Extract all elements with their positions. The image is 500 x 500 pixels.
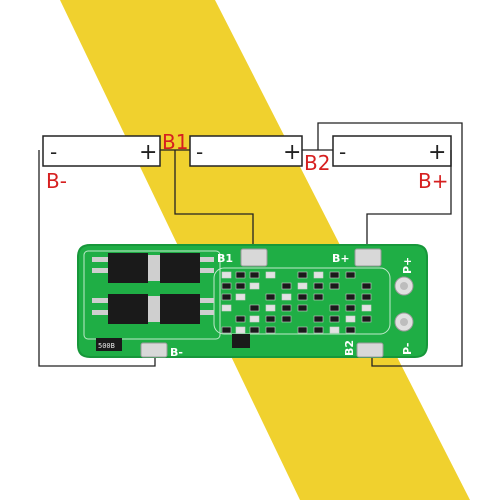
label-b-minus: B- (46, 169, 67, 193)
smd-part (265, 293, 276, 301)
smd-part (361, 282, 372, 290)
smd-part (249, 315, 260, 323)
smd-part (281, 315, 292, 323)
battery-cell-1: - + (42, 135, 161, 167)
smd-part (265, 315, 276, 323)
smd-components (221, 271, 372, 348)
smd-part (361, 304, 372, 312)
silk-p-minus: P- (401, 343, 414, 355)
smd-part (235, 326, 246, 334)
smd-part (361, 315, 372, 323)
smd-part (221, 271, 232, 279)
battery-cell-2: - + (189, 135, 303, 167)
pcb-board: 500B B1 B+ B- P+ P- B2 (77, 244, 428, 359)
smd-part (313, 271, 324, 279)
label-b2: B2 (304, 151, 330, 175)
silk-p-plus: P+ (401, 257, 414, 274)
mosfet-group (92, 253, 214, 324)
smd-part (221, 293, 232, 301)
cell-1-negative: - (50, 140, 57, 164)
cell-2-negative: - (196, 140, 203, 164)
smd-part (249, 271, 260, 279)
smd-part (297, 293, 308, 301)
smd-part (297, 271, 308, 279)
smd-part (249, 326, 260, 334)
wire-b-plus (366, 150, 452, 250)
smd-part (329, 304, 340, 312)
label-b-plus: B+ (418, 169, 448, 193)
cell-3-positive: + (428, 140, 446, 165)
silk-b-plus: B+ (332, 252, 350, 265)
smd-part (297, 304, 308, 312)
wire-b2-loop (317, 122, 463, 367)
pad-b-plus (354, 248, 382, 267)
smd-part (345, 293, 356, 301)
silk-b1: B1 (217, 252, 233, 265)
resistor-code: 500B (98, 342, 115, 350)
smd-part (235, 293, 246, 301)
smd-part (249, 282, 260, 290)
battery-cell-3: - + (332, 135, 452, 167)
silk-b-minus: B- (170, 346, 183, 359)
pad-b2 (356, 342, 384, 358)
pad-b-minus (140, 342, 168, 358)
cell-1-positive: + (139, 140, 157, 165)
smd-part (329, 315, 340, 323)
smd-part (329, 271, 340, 279)
smd-part (235, 271, 246, 279)
smd-part (281, 293, 292, 301)
smd-part (313, 315, 324, 323)
smd-part (249, 304, 260, 312)
smd-part (221, 282, 232, 290)
smd-part (281, 282, 292, 290)
cell-2-positive: + (283, 140, 301, 165)
smd-part (345, 271, 356, 279)
smd-part (313, 326, 324, 334)
silk-b2: B2 (343, 340, 356, 356)
smd-part (313, 293, 324, 301)
smd-part (235, 282, 246, 290)
smd-part (297, 326, 308, 334)
label-b1: B1 (162, 130, 188, 154)
smd-part (221, 304, 232, 312)
smd-part (361, 293, 372, 301)
pad-b1 (240, 248, 268, 267)
smd-part (329, 326, 340, 334)
smd-part (265, 326, 276, 334)
smd-part (345, 326, 356, 334)
smd-part (345, 315, 356, 323)
smd-part (265, 271, 276, 279)
wire-b1 (174, 150, 254, 250)
smd-part (313, 282, 324, 290)
shunt-resistor (96, 338, 122, 351)
smd-part (221, 326, 232, 334)
smd-part (265, 304, 276, 312)
smd-part (235, 315, 246, 323)
smd-part (329, 282, 340, 290)
wiring (38, 122, 463, 367)
smd-part (281, 304, 292, 312)
cell-3-negative: - (339, 140, 346, 164)
smd-part (297, 282, 308, 290)
protection-ic (232, 334, 250, 348)
wire-b-minus (38, 150, 156, 367)
smd-part (345, 304, 356, 312)
